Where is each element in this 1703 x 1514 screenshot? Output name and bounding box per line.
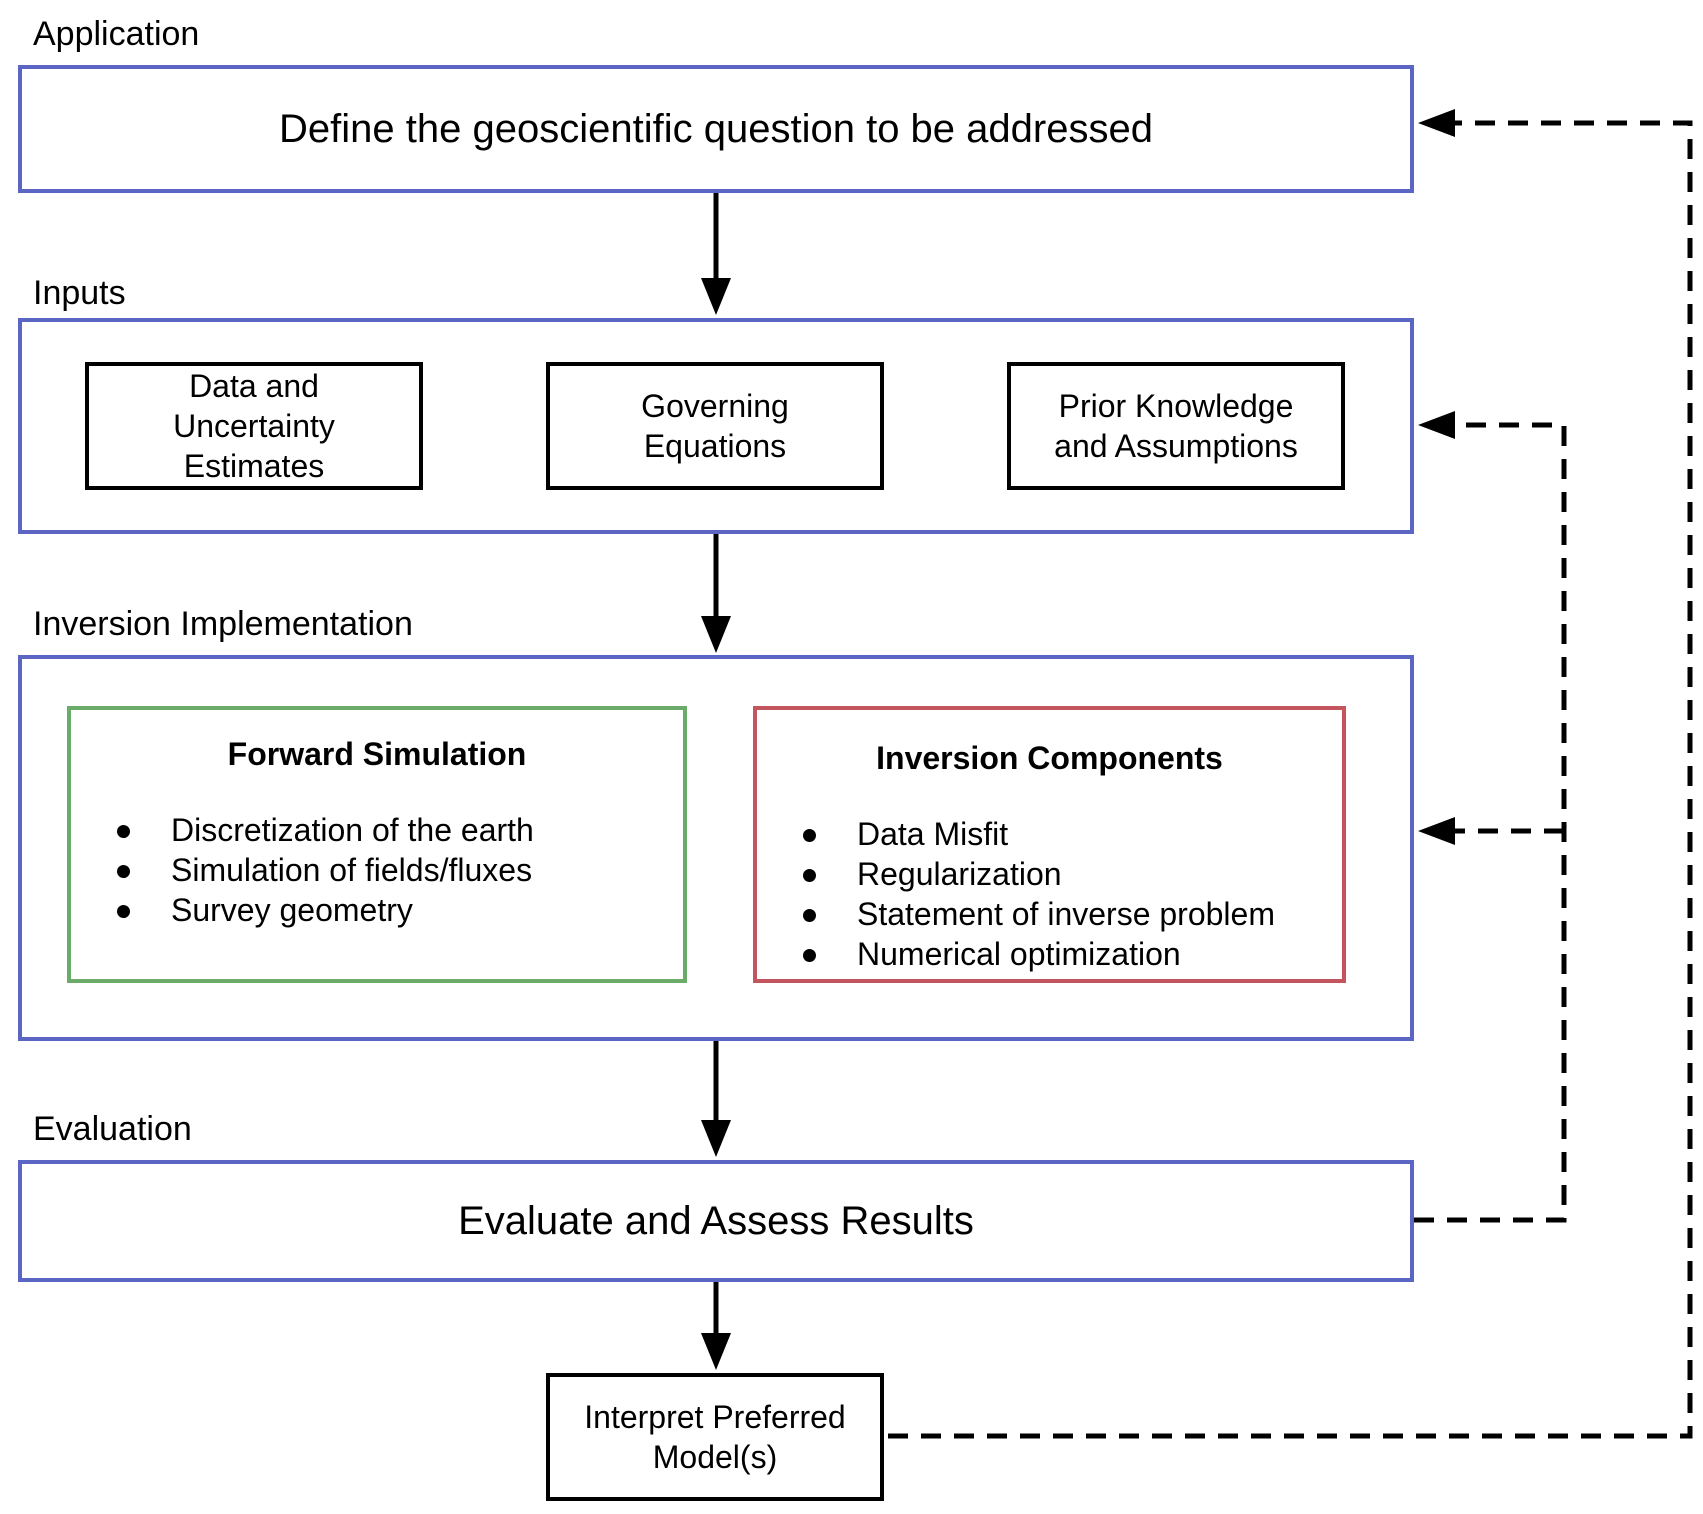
bullet-icon (117, 865, 130, 878)
flow-arrow-3 (701, 1041, 731, 1157)
prior-knowledge-box: Prior Knowledge and Assumptions (1007, 362, 1345, 490)
governing-equations-box: Governing Equations (546, 362, 884, 490)
forward-simulation-item: Discretization of the earth (71, 810, 534, 850)
data-uncertainty-box: Data and Uncertainty Estimates (85, 362, 423, 490)
arrowhead-left-icon (1418, 411, 1455, 439)
question-text: Define the geoscientific question to be … (279, 107, 1153, 151)
inversion-components-item: Data Misfit (757, 814, 1275, 854)
prior-knowledge-text: Prior Knowledge and Assumptions (1054, 388, 1298, 464)
forward-simulation-list: Discretization of the earth Simulation o… (71, 810, 534, 930)
inversion-components-item: Numerical optimization (757, 934, 1275, 974)
application-label: Application (33, 15, 200, 53)
forward-simulation-panel: Forward Simulation Discretization of the… (67, 706, 687, 983)
bullet-icon (803, 869, 816, 882)
arrowhead-down-icon (701, 278, 731, 315)
arrowhead-down-icon (701, 1333, 731, 1370)
inputs-label: Inputs (33, 274, 126, 312)
inversion-implementation-label: Inversion Implementation (33, 605, 413, 643)
bullet-icon (803, 829, 816, 842)
question-stage: Define the geoscientific question to be … (18, 65, 1414, 193)
flow-arrow-1 (701, 193, 731, 315)
evaluation-label: Evaluation (33, 1110, 192, 1148)
flow-arrow-4 (701, 1282, 731, 1370)
arrowhead-left-icon (1418, 109, 1455, 137)
bullet-icon (117, 905, 130, 918)
data-uncertainty-text: Data and Uncertainty Estimates (173, 368, 335, 484)
arrowhead-left-icon (1418, 817, 1455, 845)
evaluate-stage: Evaluate and Assess Results (18, 1160, 1414, 1282)
bullet-icon (803, 949, 816, 962)
interpret-box: Interpret Preferred Model(s) (546, 1373, 884, 1501)
bullet-icon (117, 825, 130, 838)
inversion-components-list: Data Misfit Regularization Statement of … (757, 814, 1275, 974)
interpret-text: Interpret Preferred Model(s) (584, 1399, 846, 1475)
forward-simulation-item: Survey geometry (71, 890, 534, 930)
inversion-components-panel: Inversion Components Data Misfit Regular… (753, 706, 1346, 983)
flow-arrow-2 (701, 534, 731, 653)
feedback-evaluate (1414, 422, 1567, 1223)
inversion-components-item: Regularization (757, 854, 1275, 894)
arrowhead-down-icon (701, 1120, 731, 1157)
governing-equations-text: Governing Equations (641, 388, 789, 464)
forward-simulation-title: Forward Simulation (227, 736, 527, 772)
forward-simulation-item: Simulation of fields/fluxes (71, 850, 534, 890)
bullet-icon (803, 909, 816, 922)
evaluate-text: Evaluate and Assess Results (458, 1199, 974, 1243)
arrowhead-down-icon (701, 616, 731, 653)
inversion-components-item: Statement of inverse problem (757, 894, 1275, 934)
inversion-components-title: Inversion Components (876, 740, 1223, 776)
